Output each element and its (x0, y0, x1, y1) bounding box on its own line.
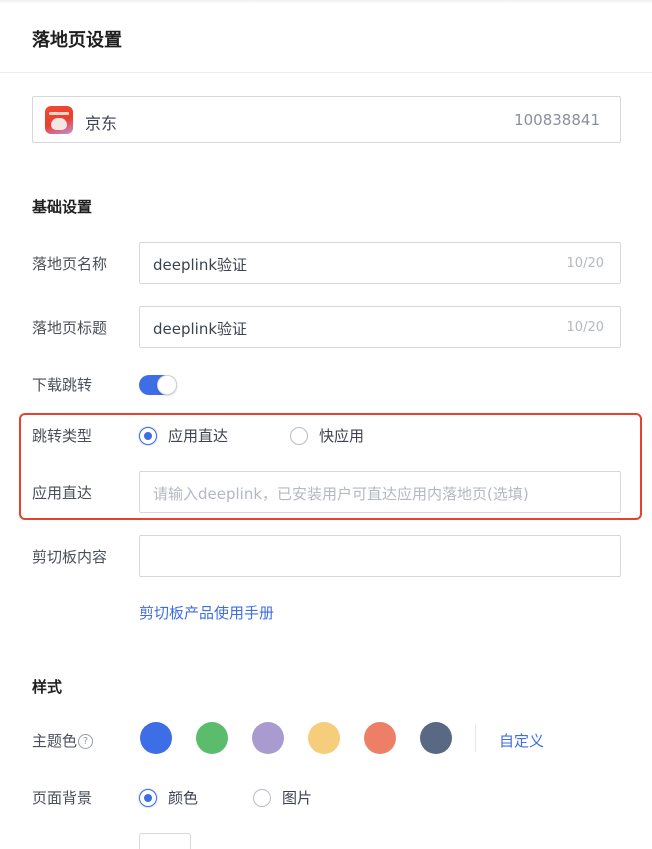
radio-checked-icon (139, 788, 157, 807)
help-icon[interactable]: ? (78, 734, 94, 749)
highlight-annotation-box (19, 413, 642, 520)
theme-swatch-yellow[interactable] (308, 722, 340, 754)
page-name-label: 落地页名称 (32, 255, 108, 273)
section-title-style: 样式 (32, 678, 63, 696)
download-jump-label: 下载跳转 (32, 376, 93, 394)
page-title: 落地页设置 (32, 30, 122, 51)
top-shadow (0, 0, 652, 4)
jump-type-label: 跳转类型 (32, 427, 93, 445)
radio-unchecked-icon (253, 788, 271, 807)
app-selector[interactable]: 京东 100838841 (32, 96, 621, 143)
jump-type-radio-quick-app[interactable]: 快应用 (290, 425, 364, 446)
page-title-input[interactable]: deeplink验证 10/20 (139, 306, 621, 348)
custom-color-link[interactable]: 自定义 (499, 732, 545, 750)
page-name-input[interactable]: deeplink验证 10/20 (139, 242, 621, 284)
panel-header: 落地页设置 (0, 0, 652, 73)
theme-color-label: 主题色? (32, 730, 94, 751)
theme-swatch-green[interactable] (196, 722, 228, 754)
background-radio-color[interactable]: 颜色 (139, 787, 198, 808)
download-jump-toggle[interactable] (139, 375, 177, 395)
jump-type-radio-app-direct[interactable]: 应用直达 (139, 425, 228, 446)
theme-swatch-purple[interactable] (252, 722, 284, 754)
radio-label: 快应用 (319, 427, 365, 445)
clipboard-label: 剪切板内容 (32, 548, 108, 566)
clipboard-manual-link[interactable]: 剪切板产品使用手册 (139, 604, 275, 622)
app-id: 100838841 (514, 111, 600, 129)
theme-color-label-text: 主题色 (32, 732, 78, 750)
deeplink-placeholder: 请输入deeplink，已安装用户可直达应用内落地页(选填) (153, 485, 529, 503)
page-name-value: deeplink验证 (153, 256, 248, 274)
theme-swatch-orange[interactable] (364, 722, 396, 754)
radio-label: 应用直达 (168, 427, 229, 445)
page-title-counter: 10/20 (566, 320, 604, 335)
deeplink-label: 应用直达 (32, 484, 93, 502)
background-label: 页面背景 (32, 789, 93, 807)
section-title-basic: 基础设置 (32, 198, 93, 216)
toggle-knob (157, 375, 177, 395)
jd-app-icon (45, 106, 73, 134)
page-name-counter: 10/20 (566, 256, 604, 271)
background-radio-image[interactable]: 图片 (253, 787, 312, 808)
deeplink-input[interactable]: 请输入deeplink，已安装用户可直达应用内落地页(选填) (139, 471, 621, 513)
theme-swatch-slate[interactable] (420, 722, 452, 754)
page-title-label: 落地页标题 (32, 319, 108, 337)
app-name: 京东 (85, 114, 118, 133)
swatch-divider (475, 724, 476, 752)
page-title-value: deeplink验证 (153, 320, 248, 338)
clipboard-input[interactable] (139, 535, 621, 577)
radio-label: 图片 (282, 789, 313, 807)
radio-unchecked-icon (290, 426, 308, 445)
theme-swatch-blue[interactable] (140, 722, 172, 754)
radio-checked-icon (139, 426, 157, 445)
background-color-picker[interactable] (139, 833, 191, 849)
radio-label: 颜色 (168, 789, 199, 807)
